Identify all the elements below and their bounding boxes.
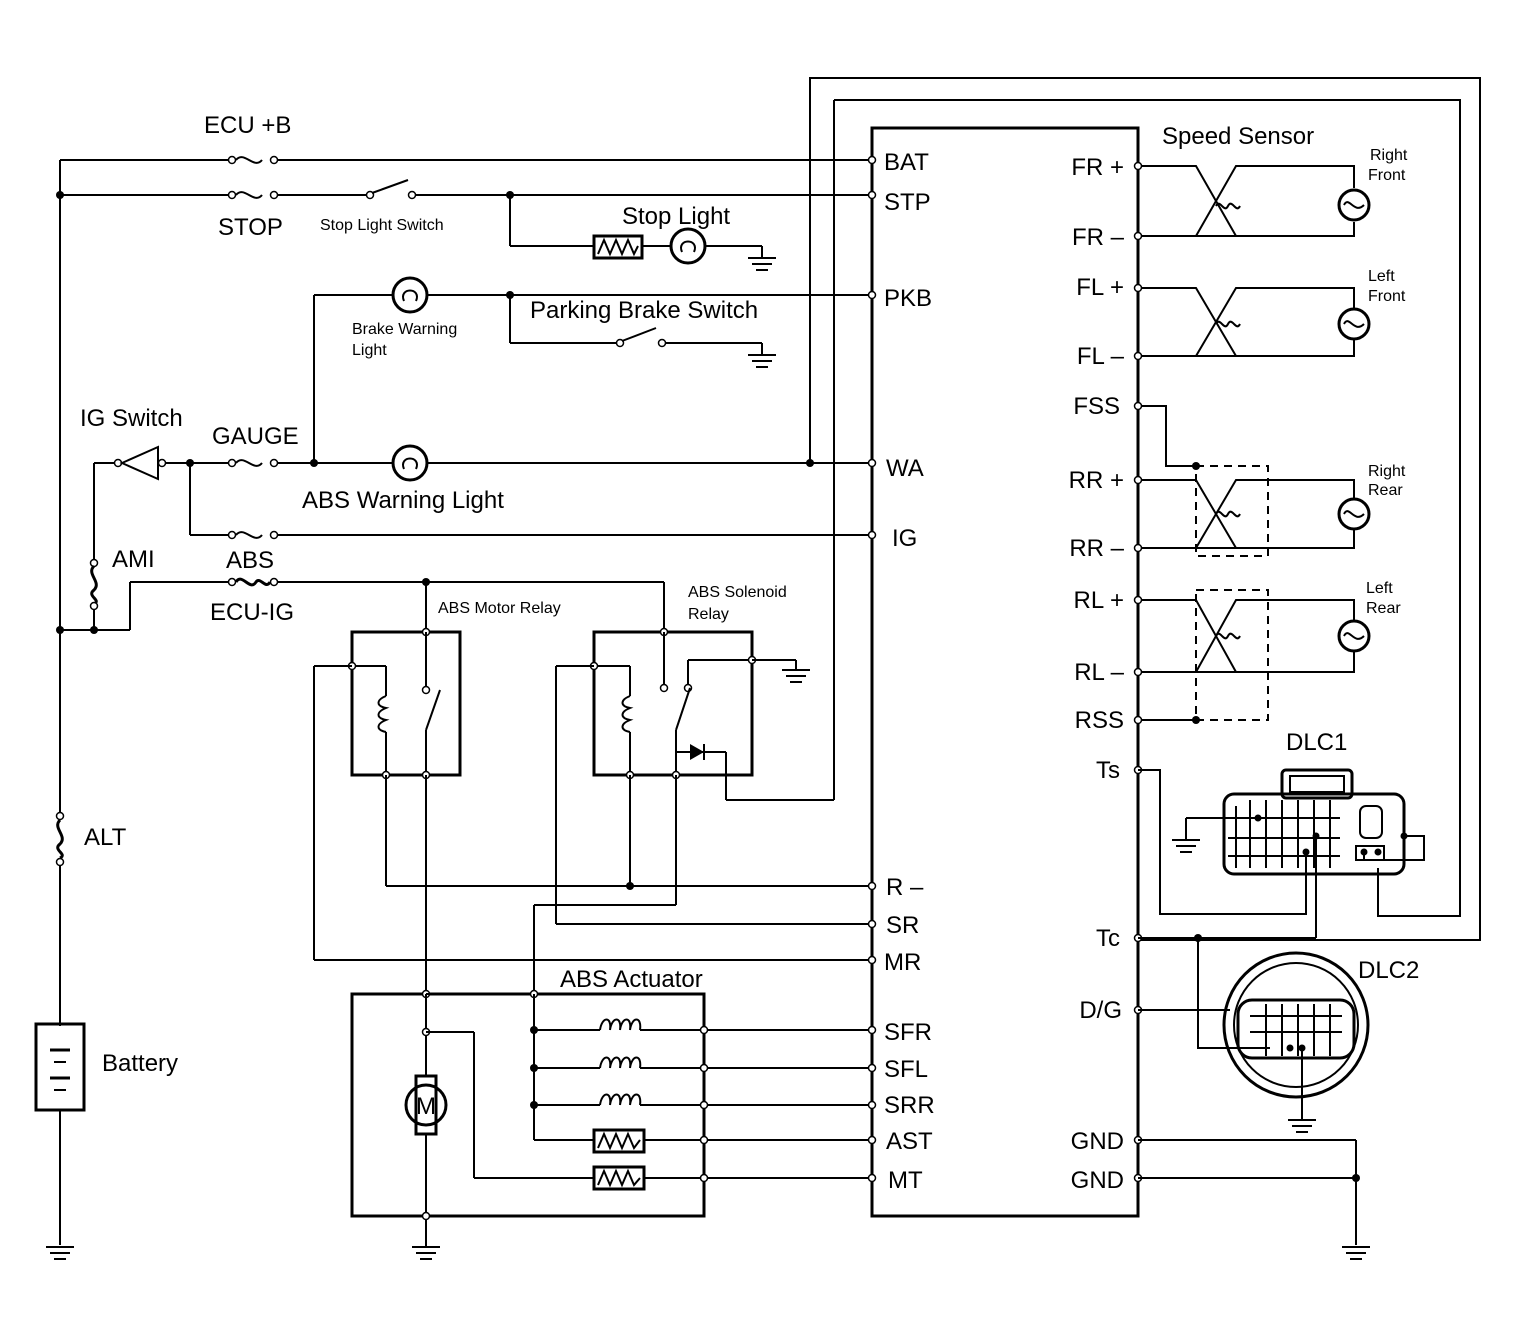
label-right-front: Right [1370, 147, 1408, 164]
ig-switch [119, 445, 159, 481]
abs-pump-motor-icon [404, 1083, 448, 1127]
label-motor: M [416, 1093, 436, 1120]
sfr-solenoid-coil [599, 1018, 642, 1031]
right-front-speed-sensor-icon [1337, 188, 1371, 222]
ecu-pin-wa: WA [886, 455, 924, 482]
abs-ecu-ig-fuse [234, 577, 272, 587]
ecu-pin-ig: IG [892, 525, 917, 552]
label-left-rear: Left [1366, 580, 1393, 597]
stop-light-bulb-icon [669, 227, 707, 265]
dlc2-connector [1222, 951, 1370, 1099]
label-ecu-ig-fuse: ECU-IG [210, 599, 294, 626]
label-right-rear: Right [1368, 463, 1406, 480]
alt-fusible-link [56, 818, 64, 860]
label-stop-fuse: STOP [218, 214, 283, 241]
label-parking-brake-switch: Parking Brake Switch [530, 297, 758, 324]
left-rear-shield [1195, 589, 1269, 721]
ecu-pin-rr-minus: RR – [1069, 535, 1124, 562]
ecu-pin-sr: SR [886, 912, 919, 939]
label-stop-light: Stop Light [622, 203, 730, 230]
ecu-pin-gnd-2: GND [1071, 1167, 1124, 1194]
ecu-pin-rl-minus: RL – [1074, 659, 1124, 686]
ecu-pin-sfr: SFR [884, 1019, 932, 1046]
label-right-rear-2: Rear [1368, 482, 1403, 499]
dlc1-connector [1222, 768, 1408, 876]
ecu-pin-tc: Tc [1096, 925, 1120, 952]
label-brake-warning-light: Brake Warning [352, 321, 457, 338]
label-gauge-fuse: GAUGE [212, 423, 299, 450]
label-battery: Battery [102, 1050, 178, 1077]
battery [34, 1022, 86, 1112]
abs-motor-relay [350, 630, 462, 777]
label-ami: AMI [112, 546, 155, 573]
label-ecu-b-fuse: ECU +B [204, 112, 291, 139]
ecu-pin-rr-plus: RR + [1069, 467, 1124, 494]
left-rear-speed-sensor-icon [1337, 619, 1371, 653]
ecu-pin-r-minus: R – [886, 874, 924, 901]
sfl-solenoid-coil [599, 1056, 642, 1069]
abs-solenoid-relay [592, 630, 754, 777]
parking-brake-switch [621, 327, 657, 342]
label-abs-actuator: ABS Actuator [560, 966, 703, 993]
label-abs-motor-relay: ABS Motor Relay [438, 600, 561, 617]
ecu-pin-mt: MT [888, 1167, 923, 1194]
label-ig-switch: IG Switch [80, 405, 183, 432]
label-speed-sensor: Speed Sensor [1162, 123, 1314, 150]
ecu-pin-ast: AST [886, 1128, 933, 1155]
label-abs-fuse: ABS [226, 547, 274, 574]
ecu-pin-stp: STP [884, 189, 931, 216]
label-left-front-2: Front [1368, 288, 1406, 305]
right-rear-speed-sensor-icon [1337, 497, 1371, 531]
label-stop-light-switch: Stop Light Switch [320, 217, 444, 234]
ecu-pin-fl-plus: FL + [1076, 274, 1124, 301]
label-dlc1: DLC1 [1286, 729, 1347, 756]
abs-warning-light-icon [391, 444, 429, 482]
label-brake-warning-light-2: Light [352, 342, 387, 359]
solenoid-relay-diode [690, 744, 704, 760]
ecu-pin-pkb: PKB [884, 285, 932, 312]
ecu-pin-fss: FSS [1073, 393, 1120, 420]
left-front-speed-sensor-icon [1337, 307, 1371, 341]
label-abs-warning-light: ABS Warning Light [302, 487, 504, 514]
brake-warning-light-icon [391, 276, 429, 314]
label-abs-solenoid-relay-2: Relay [688, 606, 729, 623]
ecu-pin-rss: RSS [1075, 707, 1124, 734]
right-rear-shield [1195, 465, 1269, 557]
ecu-pin-ts: Ts [1096, 757, 1120, 784]
ecu-pin-rl-plus: RL + [1074, 587, 1124, 614]
label-dlc2: DLC2 [1358, 957, 1419, 984]
label-right-front-2: Front [1368, 167, 1406, 184]
ecu-pin-dg: D/G [1079, 997, 1122, 1024]
label-left-front: Left [1368, 268, 1395, 285]
ecu-pin-sfl: SFL [884, 1056, 928, 1083]
label-alt: ALT [84, 824, 127, 851]
ecu-pin-fr-plus: FR + [1071, 154, 1124, 181]
stop-light-switch [371, 179, 409, 194]
label-abs-solenoid-relay: ABS Solenoid [688, 584, 787, 601]
solenoid-relay-coil [621, 695, 634, 733]
label-left-rear-2: Rear [1366, 600, 1401, 617]
ecu-pin-bat: BAT [884, 149, 929, 176]
ecu-pin-gnd-1: GND [1071, 1128, 1124, 1155]
ecu-pin-srr: SRR [884, 1092, 935, 1119]
ecu-pin-fr-minus: FR – [1072, 224, 1125, 251]
right-front-sensor-wires [1138, 165, 1238, 237]
ami-fusible-link [90, 564, 98, 606]
ecu-pin-fl-minus: FL – [1077, 343, 1125, 370]
ecu-pin-mr: MR [884, 949, 921, 976]
srr-solenoid-coil [599, 1093, 642, 1106]
motor-relay-coil [377, 695, 390, 733]
